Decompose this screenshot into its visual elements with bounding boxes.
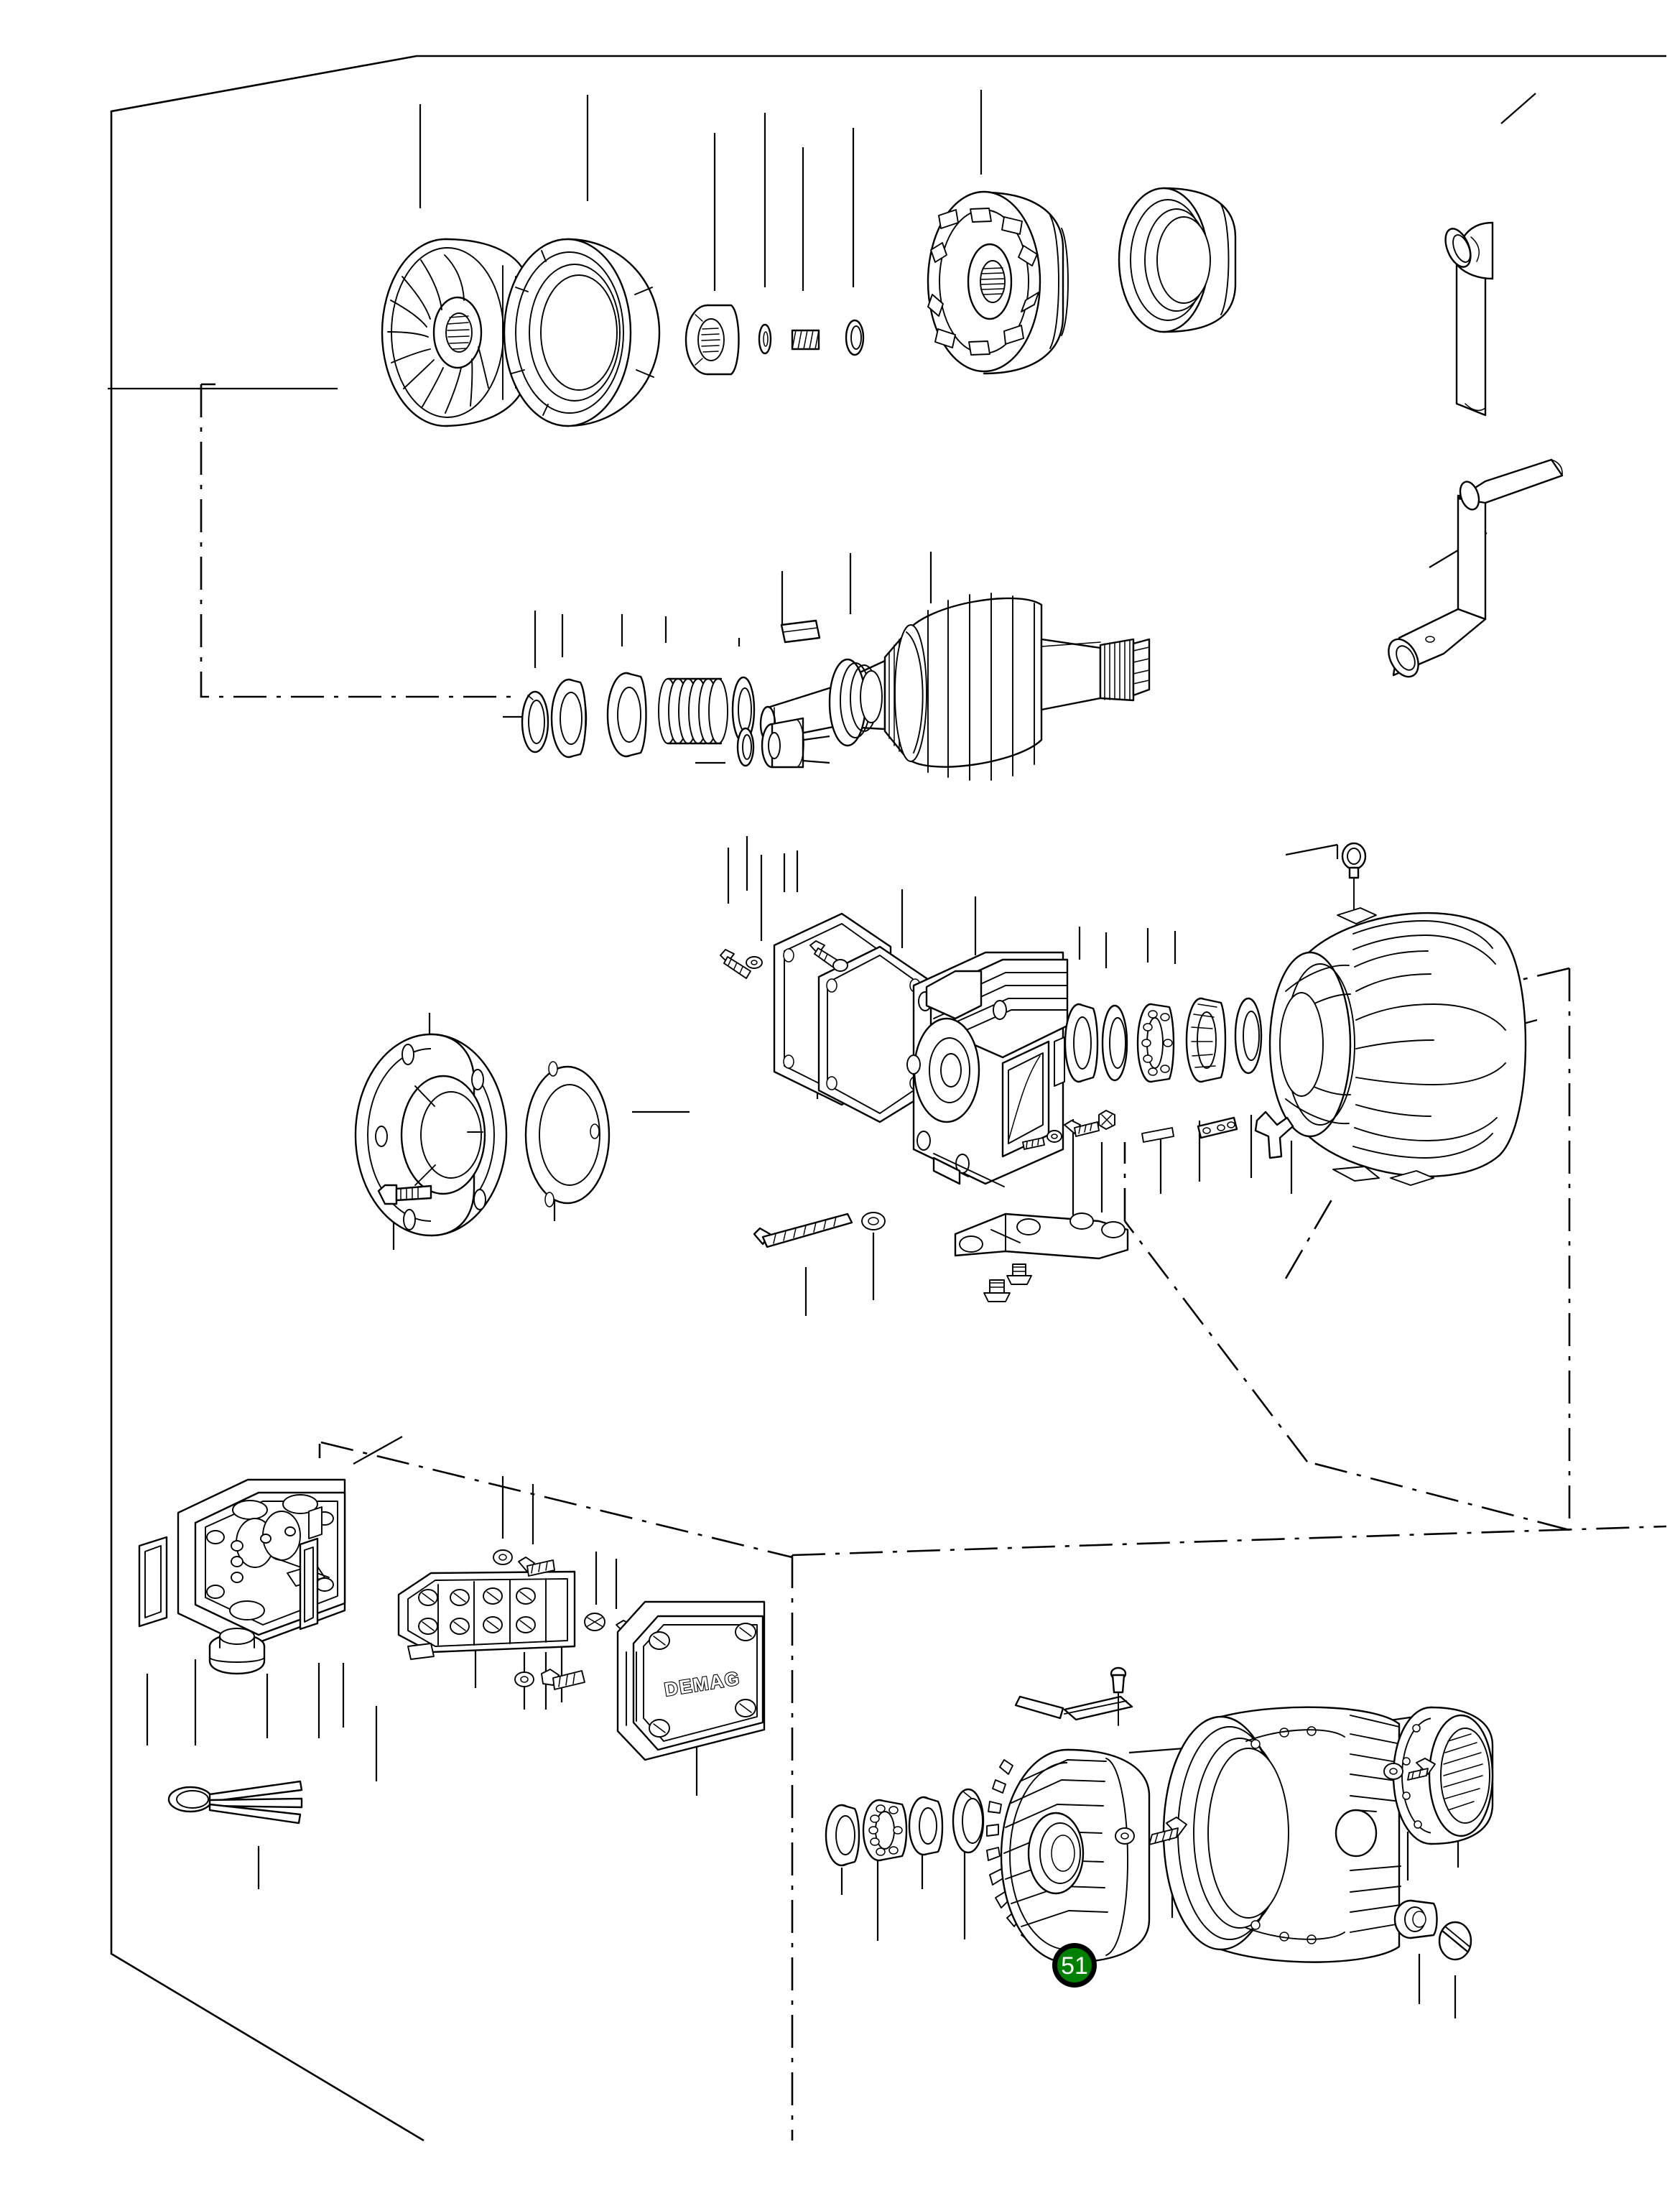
terminal-box-body — [177, 1478, 346, 1648]
bearing-cap-ring — [1234, 997, 1263, 1075]
bracket-bolt — [983, 1279, 1011, 1302]
brake-end-cover — [1392, 1706, 1494, 1845]
needle-bearing — [1185, 997, 1227, 1083]
bolt-washer — [861, 1212, 886, 1230]
brake-housing — [1162, 1706, 1401, 1963]
brake-rotor-hub — [927, 190, 1069, 375]
hand-release-lever-lower — [1388, 458, 1564, 678]
brake-washer-b — [1383, 1763, 1403, 1780]
housing-washer — [746, 956, 763, 969]
terminal-box-gasket — [138, 1536, 168, 1628]
roller-bearing — [1136, 1003, 1175, 1083]
brake-bolt-a — [1148, 1817, 1187, 1845]
brake-magnet-body — [986, 1695, 1151, 1964]
adjusting-pin — [1141, 1127, 1174, 1143]
cable-gland-loop — [167, 1780, 303, 1824]
set-screw — [791, 329, 820, 351]
group-boundary-fan-brake — [200, 383, 517, 698]
shaft-seal — [550, 678, 588, 759]
shim-washer — [1101, 1004, 1128, 1082]
housing-cover-plate — [817, 945, 928, 1123]
terminal-screw-right — [584, 1613, 605, 1631]
group-boundary-terminal-brake — [318, 1441, 1667, 2141]
bearing-spacer — [908, 1796, 944, 1856]
spring-washer-stack — [658, 677, 728, 745]
bracket-bolt-2 — [1006, 1263, 1032, 1285]
bearing-seal — [1064, 1003, 1099, 1083]
retaining-ring — [952, 1788, 985, 1854]
o-ring — [845, 319, 865, 356]
mounting-bracket-foot — [954, 1212, 1129, 1260]
sheet-frame — [110, 55, 1666, 2142]
brake-washer-a — [1115, 1827, 1135, 1845]
terminal-washer-bottom — [514, 1671, 534, 1687]
stud-bolt — [1064, 1120, 1100, 1137]
hex-nut — [1098, 1110, 1115, 1130]
terminal-bolt-top — [518, 1557, 555, 1577]
spring-clip — [1254, 1110, 1294, 1159]
adjusting-pin-brake — [1110, 1666, 1127, 1726]
terminal-box-cover: DEMAG — [616, 1600, 766, 1761]
long-hex-bolt — [753, 1212, 853, 1248]
housing-screw-2 — [809, 940, 848, 972]
parallel-key — [780, 619, 821, 644]
lock-nut — [684, 304, 740, 376]
ball-bearing — [862, 1799, 908, 1862]
terminal-nut-bottom — [541, 1669, 585, 1690]
cover-gasket-strip — [299, 1537, 319, 1631]
bush-sleeve — [761, 717, 804, 769]
bushing — [1393, 1899, 1438, 1939]
brake-drum-ring — [1118, 187, 1237, 333]
hand-release-lever-upper — [1444, 221, 1494, 417]
small-o-ring — [736, 727, 755, 767]
page-number-badge-label: 51 — [1061, 1952, 1088, 1980]
small-washer-right — [1046, 1130, 1062, 1143]
shim-ring — [731, 676, 756, 743]
housing-screw — [720, 949, 751, 979]
brake-seal — [825, 1804, 860, 1867]
page-number-badge[interactable]: 51 — [1052, 1943, 1097, 1988]
fan-cowl-ring — [503, 238, 661, 427]
terminal-washer-top — [493, 1549, 513, 1565]
circlip — [521, 690, 549, 753]
stator-frame — [1268, 907, 1527, 1186]
fan-impeller — [381, 238, 529, 427]
flange-gasket — [524, 1061, 611, 1207]
cable-grommet — [208, 1628, 266, 1675]
screw-plug — [1438, 1921, 1472, 1961]
terminal-block — [397, 1570, 576, 1660]
earth-strap — [1197, 1116, 1238, 1139]
mounting-flange — [354, 1033, 508, 1237]
rotor-shaft-assembly — [759, 593, 1151, 781]
spacer-ring — [606, 672, 647, 758]
gearbox-housing — [906, 951, 1069, 1187]
washer — [758, 323, 772, 355]
leader-lines-top — [108, 90, 1536, 568]
eye-bolt — [1341, 842, 1367, 910]
pin-small — [1022, 1137, 1045, 1150]
flange-bolt — [377, 1184, 432, 1205]
brake-bolt-b — [1407, 1758, 1436, 1781]
